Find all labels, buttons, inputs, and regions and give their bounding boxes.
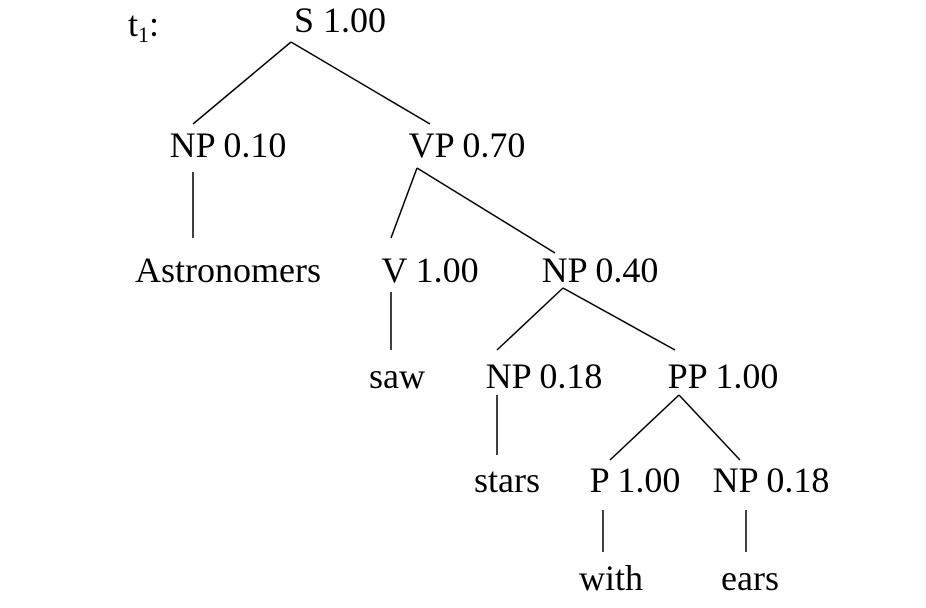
node-p: P 1.00 <box>589 460 681 500</box>
leaf-stars: stars <box>474 460 540 500</box>
leaf-ears: ears <box>721 558 779 598</box>
node-np-stars: NP 0.18 <box>485 356 603 396</box>
leaf-with: with <box>578 558 644 598</box>
node-pp: PP 1.00 <box>667 356 779 396</box>
node-s: S 1.00 <box>293 0 387 40</box>
edge-s-np <box>192 41 292 125</box>
leaf-saw: saw <box>369 356 425 396</box>
node-vp: VP 0.70 <box>408 125 526 165</box>
edge-pp-p <box>609 394 680 461</box>
edge-vp-v <box>390 167 418 239</box>
tree-name-suffix: : <box>149 4 160 44</box>
node-np-ears: NP 0.18 <box>712 460 830 500</box>
tree-name-subscript: 1 <box>138 22 150 47</box>
tree-name: t1: <box>128 4 160 47</box>
node-v: V 1.00 <box>381 250 479 290</box>
edge-np-np <box>496 287 564 351</box>
node-np-object: NP 0.40 <box>541 250 659 290</box>
node-np-subject: NP 0.10 <box>169 125 287 165</box>
edge-s-vp <box>290 41 431 125</box>
edge-np-pp <box>562 287 676 351</box>
leaf-astronomers: Astronomers <box>135 250 321 290</box>
edge-vp-np <box>416 167 556 254</box>
tree-name-letter: t <box>128 4 139 44</box>
edge-pp-np <box>678 394 741 461</box>
